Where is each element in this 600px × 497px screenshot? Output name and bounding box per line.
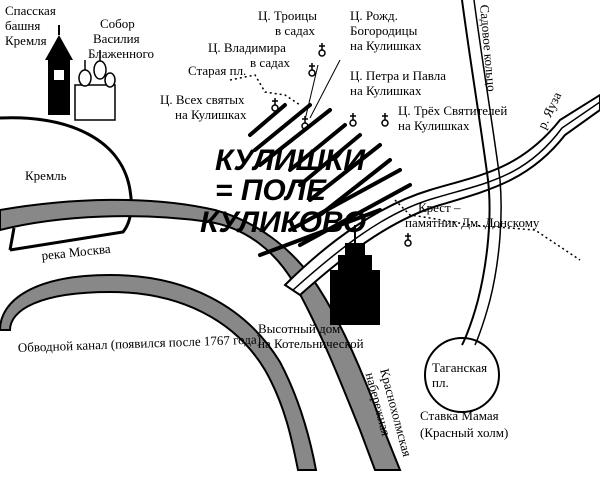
trekh-label: Ц. Трёх Святителей на Кулишках (398, 103, 511, 133)
moskva-label: река Москва (41, 241, 112, 263)
spasskaya-tower-icon (45, 25, 73, 115)
kremlin-wall (0, 116, 133, 252)
kremlin-label: Кремль (25, 168, 67, 183)
skyscraper-icon (330, 225, 380, 325)
krest-label: Крест – памятник Дм. Донскому (405, 200, 540, 230)
obvodnoy-canal (0, 273, 318, 471)
staraya-label: Старая пл. (188, 63, 246, 78)
taganskaya-circle (424, 337, 500, 413)
krest-pointer (394, 199, 581, 261)
staraya-square-outline (229, 74, 301, 106)
st-basil-cathedral-icon (74, 50, 116, 121)
stavka-label: Ставка Мамая (Красный холм) (420, 408, 508, 440)
petra-label: Ц. Петра и Павла на Кулишках (350, 68, 449, 98)
obvodnoy-label: Обводной канал (появился после 1767 года… (18, 332, 262, 355)
kulishki-title: КУЛИШКИ = ПОЛЕ КУЛИКОВО (200, 144, 373, 239)
rozhd-pointer (309, 59, 341, 119)
moskva-river (0, 198, 402, 471)
vysotny-label: Высотный дом на Котельнической (258, 321, 364, 351)
spasskaya-label: Спасская башня Кремля (5, 3, 59, 48)
troitsy-pointer (304, 64, 319, 121)
yauza-river-inner (292, 101, 600, 291)
vsekh-label: Ц. Всех святых на Кулишках (160, 92, 248, 122)
garden-ring-inner (473, 0, 502, 346)
rozhd-label: Ц. Рожд. Богородицы на Кулишках (350, 8, 422, 53)
troitsy-label: Ц. Троицы в садах (258, 8, 320, 38)
taganskaya-label: Таганская пл. (432, 360, 490, 390)
sobor-label: Собор Василия Блаженного (88, 16, 154, 61)
garden-ring (461, 0, 491, 346)
vladimira-label: Ц. Владимира в садах (208, 40, 290, 70)
church-icon (271, 43, 412, 247)
kremlin-wall-base (8, 227, 16, 251)
yauza-river (283, 93, 600, 297)
kulishki-field (248, 103, 412, 257)
